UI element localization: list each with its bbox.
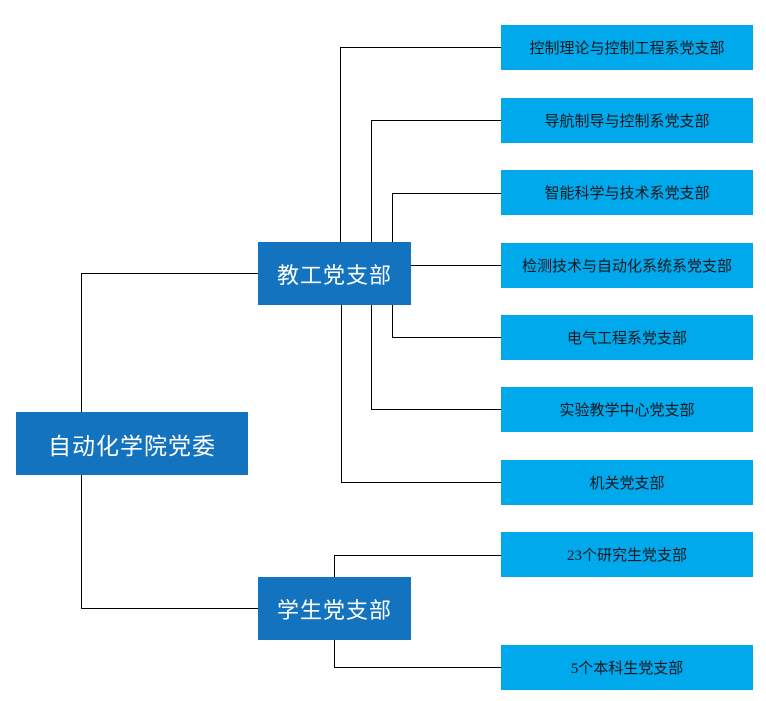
node-navigation-branch: 导航制导与控制系党支部 [501, 98, 753, 143]
node-party-committee: 自动化学院党委 [16, 412, 248, 475]
node-electrical-eng-branch: 电气工程系党支部 [501, 315, 753, 360]
node-control-theory-branch: 控制理论与控制工程系党支部 [501, 25, 753, 70]
connector-line [81, 608, 258, 609]
node-graduate-branches: 23个研究生党支部 [501, 532, 753, 577]
node-faculty-branch: 教工党支部 [258, 242, 411, 305]
node-detection-tech-branch: 检测技术与自动化系统系党支部 [501, 243, 753, 288]
connector-line [334, 555, 501, 556]
connector-line [341, 305, 342, 482]
connector-line [334, 667, 501, 668]
connector-line [371, 120, 372, 242]
connector-line [340, 47, 341, 242]
node-intelligent-science-branch: 智能科学与技术系党支部 [501, 170, 753, 215]
connector-line [371, 305, 372, 409]
connector-line [392, 193, 393, 242]
connector-line [392, 193, 501, 194]
node-experimental-teaching-branch: 实验教学中心党支部 [501, 387, 753, 432]
connector-line [371, 120, 501, 121]
connector-line [334, 555, 335, 577]
connector-line [392, 305, 393, 337]
connector-line [371, 409, 501, 410]
connector-line [341, 482, 501, 483]
node-student-branch: 学生党支部 [258, 577, 411, 640]
connector-line [411, 265, 501, 266]
connector-line [334, 640, 335, 667]
connector-line [340, 47, 501, 48]
node-office-branch: 机关党支部 [501, 460, 753, 505]
connector-line [81, 273, 82, 412]
connector-line [81, 475, 82, 608]
connector-line [81, 273, 258, 274]
connector-line [392, 337, 501, 338]
node-undergraduate-branches: 5个本科生党支部 [501, 645, 753, 690]
